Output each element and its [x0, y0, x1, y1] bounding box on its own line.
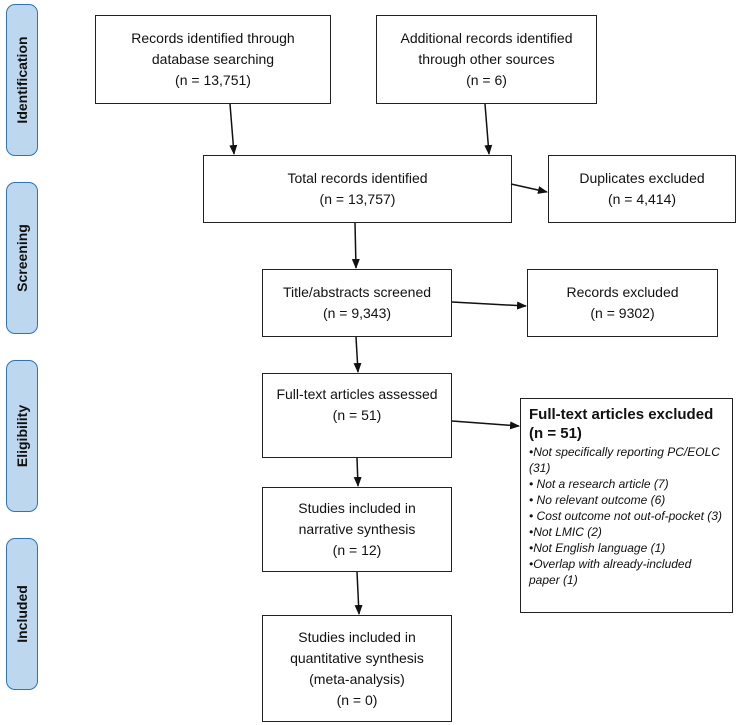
box-line: Total records identified [287, 170, 428, 186]
stage-identification: Identification [6, 4, 38, 156]
arrow-other-to-total [484, 103, 493, 155]
fulltext-excluded-box: Full-text articles excluded (n = 51) •No… [520, 398, 733, 613]
arrow-screened-to-records-excluded [451, 301, 527, 310]
exclusion-reason: •Overlap with already-included paper (1) [529, 557, 692, 587]
box-line: (n = 9302) [590, 305, 655, 321]
stage-eligibility: Eligibility [6, 360, 38, 512]
exclusion-reasons-list: •Not specifically reporting PC/EOLC (31)… [529, 444, 724, 588]
screened-box: Title/abstracts screened (n = 9,343) [262, 269, 452, 337]
box-line: through other sources [418, 51, 555, 67]
arrow-fulltext-to-excluded [451, 420, 520, 430]
exclusion-reason: •Not specifically reporting PC/EOLC (31) [529, 445, 720, 475]
arrow-screened-to-fulltext [353, 336, 362, 373]
narrative-synthesis-box: Studies included in narrative synthesis … [262, 487, 452, 572]
stage-included: Included [6, 538, 38, 690]
database-records-box: Records identified through database sear… [95, 15, 331, 104]
other-sources-box: Additional records identified through ot… [376, 15, 597, 104]
arrow-fulltext-to-narrative [353, 457, 362, 487]
total-records-box: Total records identified (n = 13,757) [203, 155, 512, 223]
box-line: quantitative synthesis [290, 649, 424, 666]
box-line: (n = 9,343) [322, 305, 392, 321]
stage-screening: Screening [6, 182, 38, 334]
records-excluded-box: Records excluded (n = 9302) [527, 269, 718, 337]
box-line: database searching [151, 51, 275, 67]
box-line: Full-text articles assessed [276, 386, 438, 402]
arrow-narrative-to-quantitative [354, 571, 363, 615]
box-line: (n = 13,751) [175, 72, 251, 88]
exclusion-reason: • Cost outcome not out-of-pocket (3) [529, 509, 722, 523]
arrow-total-to-screened [351, 222, 360, 269]
fulltext-assessed-box: Full-text articles assessed (n = 51) [262, 373, 452, 458]
box-line: (n = 12) [332, 542, 382, 558]
exclusion-reason: • No relevant outcome (6) [529, 493, 666, 507]
duplicates-excluded-box: Duplicates excluded (n = 4,414) [548, 155, 736, 223]
box-line: (n = 0) [336, 691, 378, 708]
box-line: Records excluded [566, 284, 679, 300]
exclusion-reason: •Not LMIC (2) [529, 525, 602, 539]
exclusion-reason: •Not English language (1) [529, 541, 666, 555]
exclusion-reason: • Not a research article (7) [529, 477, 669, 491]
box-line: (n = 4,414) [607, 191, 677, 207]
box-line: Studies included in [298, 628, 416, 645]
box-line: Studies included in [298, 500, 416, 516]
arrow-database-to-total [229, 103, 238, 155]
box-line: Records identified through [131, 30, 295, 46]
box-line: Duplicates excluded [579, 170, 705, 186]
box-line: (n = 51) [332, 407, 382, 423]
box-line: (n = 13,757) [319, 191, 396, 207]
arrow-total-to-duplicates [510, 183, 548, 194]
quantitative-synthesis-box: Studies included in quantitative synthes… [262, 615, 452, 722]
box-line: (n = 6) [466, 72, 507, 88]
box-line: narrative synthesis [298, 521, 416, 537]
box-line: Additional records identified [400, 30, 573, 46]
fulltext-excluded-title: Full-text articles excluded (n = 51) [529, 406, 714, 442]
box-line: Title/abstracts screened [282, 284, 432, 300]
box-line: (meta-analysis) [309, 670, 405, 687]
